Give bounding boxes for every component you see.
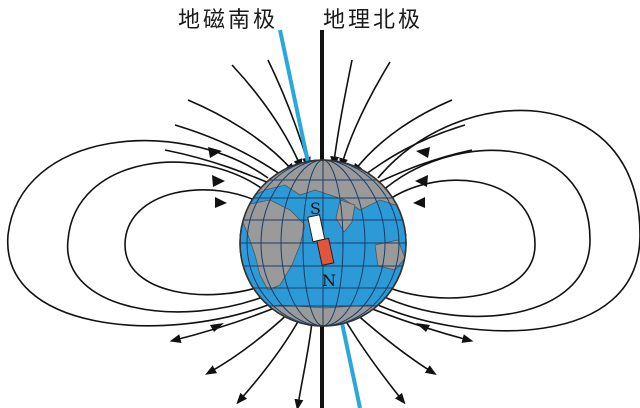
field-lines-outer [7,109,640,332]
magnet-pole-n-label: N [322,271,336,290]
magnetic-south-pole-label: 地磁南极 [178,8,279,33]
bar-magnet [307,214,335,266]
land-africa [241,199,306,291]
land-australia [374,239,406,271]
magnet-north-half [316,237,335,266]
geographic-north-pole-label: 地理北极 [323,8,424,33]
magnet-pole-s-label: S [310,199,321,218]
